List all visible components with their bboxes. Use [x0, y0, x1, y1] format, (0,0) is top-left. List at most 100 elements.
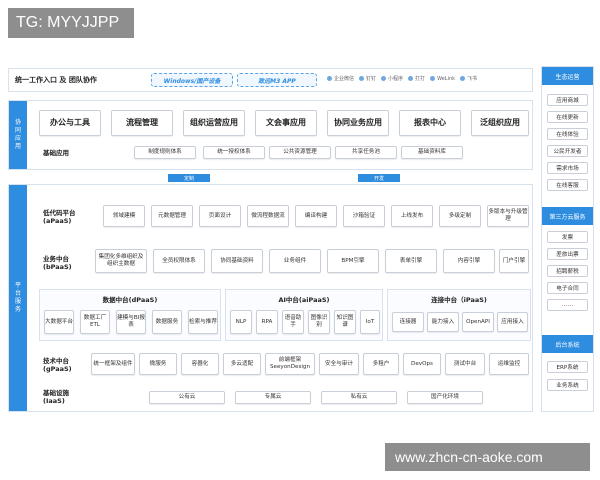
sidebar-item-econtract: 电子合同 — [547, 282, 588, 294]
collab-business-box: 协同业务应用 — [327, 110, 389, 136]
nlp-box: NLP — [230, 310, 252, 334]
bpaas-label: 业务中台 (bPaaS) — [43, 255, 72, 272]
pan-org-box: 泛组织应用 — [471, 110, 529, 136]
portal-engine-box: 门户引擎 — [499, 249, 529, 273]
bigdata-box: 大数据平台 — [44, 310, 74, 334]
collab-side-label: 协同应用 — [9, 101, 27, 169]
version-mgmt-box: 多版本与升级管理 — [487, 205, 529, 227]
doc-affairs-box: 文会事应用 — [255, 110, 317, 136]
eco-title: 生态运营 — [542, 67, 593, 85]
welink-icon — [430, 75, 436, 81]
domestic-env-box: 国产化环境 — [407, 391, 483, 404]
compile-build-box: 编译构建 — [295, 205, 337, 227]
auth-system-box: 统一授权体系 — [203, 146, 265, 159]
watermark-bottom: www.zhcn-cn-aoke.com — [385, 443, 590, 471]
customize-arrow: 定制 — [168, 174, 210, 182]
microflow-box: 微流程数据流 — [247, 205, 289, 227]
bi-box: 建模与BI报表 — [116, 310, 146, 334]
devops-box: DevOps — [403, 353, 441, 375]
sidebar-item-recruit: 招聘薪税 — [547, 265, 588, 277]
multi-custom-box: 多级定制 — [439, 205, 481, 227]
third-party-title: 第三方云服务 — [542, 207, 593, 225]
voice-assistant-box: 语音助手 — [282, 310, 304, 334]
iot-box: IoT — [360, 310, 380, 334]
sidebar-item-online-update: 在线更新 — [547, 111, 588, 123]
sidebar-item-demand-market: 需求市场 — [547, 162, 588, 174]
aipaas-panel: AI中台(aiPaaS) NLP RPA 语音助手 图像识别 知识图谱 IoT — [225, 289, 383, 341]
collab-base-box: 协同基础资料 — [211, 249, 263, 273]
app-icon — [408, 76, 414, 81]
private-cloud-box: 私有云 — [321, 391, 397, 404]
backend-title: 后台系统 — [542, 335, 593, 353]
sidebar-item-business: 业务系统 — [547, 379, 588, 391]
iaas-label: 基础设施 (IaaS) — [43, 389, 69, 406]
sidebar-item-online-service: 在线客服 — [547, 179, 588, 191]
permission-box: 全员权限体系 — [153, 249, 205, 273]
public-cloud-box: 公有云 — [149, 391, 225, 404]
capability-box: 能力接入 — [427, 312, 459, 332]
frontend-framework-box: 前端框架SeeyonDesign — [265, 353, 315, 375]
app-item: WeLink — [430, 75, 455, 82]
domain-modeling-box: 领域建模 — [103, 205, 145, 227]
app-access-box: 应用接入 — [497, 312, 528, 332]
sidebar-item-travel: 差旅出票 — [547, 248, 588, 260]
entry-app-list: 企业微信 钉钉 小程序 打打 WeLink 飞书 — [327, 75, 477, 82]
bpm-engine-box: BPM引擎 — [327, 249, 379, 273]
etl-box: 数据工厂ETL — [80, 310, 110, 334]
app-item: 钉钉 — [359, 75, 376, 82]
dedicated-cloud-box: 专属云 — [235, 391, 311, 404]
form-engine-box: 表单引擎 — [385, 249, 437, 273]
app-item: 小程序 — [381, 75, 403, 82]
app-pill: 致远M3 APP — [237, 73, 317, 87]
microservice-box: 微服务 — [139, 353, 177, 375]
feishu-icon — [460, 76, 466, 81]
sidebar-item-invoice: 发票 — [547, 231, 588, 243]
unified-framework-box: 统一框架及组件 — [91, 353, 135, 375]
gpaas-label: 技术中台 (gPaaS) — [43, 357, 72, 374]
ops-monitor-box: 运维监控 — [489, 353, 529, 375]
page-design-box: 页面设计 — [199, 205, 241, 227]
dpaas-panel: 数据中台(dPaaS) 大数据平台 数据工厂ETL 建模与BI报表 数据服务 检… — [39, 289, 221, 341]
base-library-box: 基础资料库 — [401, 146, 463, 159]
develop-arrow: 开发 — [358, 174, 400, 182]
content-engine-box: 内容引擎 — [443, 249, 495, 273]
aipaas-title: AI中台(aiPaaS) — [278, 296, 330, 304]
collab-panel: 协同应用 办公与工具 流程管理 组织运营应用 文会事应用 协同业务应用 报表中心… — [8, 100, 533, 170]
connector-box: 连接器 — [392, 312, 424, 332]
ipaas-title: 连接中台（iPaaS) — [431, 296, 487, 304]
metadata-box: 元数据管理 — [151, 205, 193, 227]
platform-side-label: 平台服务 — [9, 185, 27, 411]
rule-system-box: 制度规则体系 — [134, 146, 196, 159]
right-sidebar: 生态运营 应用商城 在线更新 在线体验 公民开发者 需求市场 在线客服 第三方云… — [541, 66, 594, 412]
windows-pill: Windows/国产设备 — [151, 73, 233, 87]
workflow-box: 流程管理 — [111, 110, 173, 136]
container-box: 容器化 — [181, 353, 219, 375]
miniprogram-icon — [381, 76, 387, 81]
entry-title: 统一工作入口 及 团队协作 — [15, 76, 97, 84]
watermark-top: TG: MYYJJPP — [8, 8, 134, 38]
biz-component-box: 业务组件 — [269, 249, 321, 273]
platform-panel: 平台服务 低代码平台 (aPaaS) 领域建模 元数据管理 页面设计 微流程数据… — [8, 184, 533, 412]
dingtalk-icon — [359, 76, 365, 81]
base-apps-label: 基础应用 — [43, 149, 69, 157]
search-recommend-box: 检索与推荐 — [188, 310, 218, 334]
wecom-icon — [327, 76, 332, 81]
data-service-box: 数据服务 — [152, 310, 182, 334]
knowledge-graph-box: 知识图谱 — [334, 310, 356, 334]
sidebar-item-online-trial: 在线体验 — [547, 128, 588, 140]
multicloud-box: 多云适配 — [223, 353, 261, 375]
sidebar-item-citizen-dev: 公民开发者 — [547, 145, 588, 157]
sidebar-item-erp: ERP系统 — [547, 361, 588, 373]
app-item: 打打 — [408, 75, 425, 82]
test-center-box: 测试中台 — [445, 353, 485, 375]
rpa-box: RPA — [256, 310, 278, 334]
office-tools-box: 办公与工具 — [39, 110, 101, 136]
task-pool-box: 共享任务池 — [335, 146, 397, 159]
ipaas-panel: 连接中台（iPaaS) 连接器 能力接入 OpenAPI 应用接入 — [387, 289, 531, 341]
sidebar-item-more: …… — [547, 299, 588, 311]
multitenant-box: 多租户 — [363, 353, 399, 375]
app-item: 企业微信 — [327, 75, 354, 82]
security-audit-box: 安全与审计 — [319, 353, 359, 375]
openapi-box: OpenAPI — [462, 312, 494, 332]
dpaas-title: 数据中台(dPaaS) — [102, 296, 158, 304]
